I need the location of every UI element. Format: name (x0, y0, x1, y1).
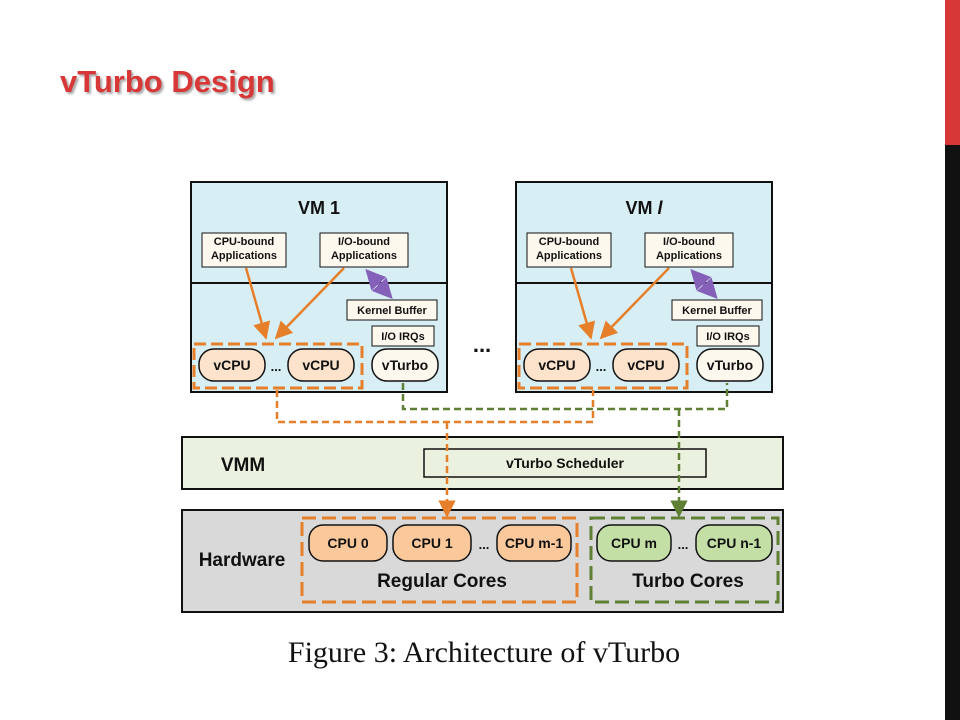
hardware-box (181, 509, 784, 613)
cpu-0-label: CPU 0 (327, 535, 368, 551)
vm-l-kernel-buffer (671, 299, 763, 321)
cpu-m (596, 524, 672, 562)
vm-1-io-bound-apps (319, 232, 409, 268)
turbo-cores-label: Turbo Cores (632, 571, 744, 592)
vm-l-cpu-bound-apps-line1: CPU-bound (539, 236, 599, 248)
vm-l-io-bound-apps (644, 232, 734, 268)
vm-l-io-bound-apps-line1: I/O-bound (663, 236, 715, 248)
vm-l-io-apps-arrow (599, 267, 670, 340)
slide-accent-bar (945, 0, 960, 145)
vm-1-kernel-buffer (346, 299, 438, 321)
vm-l-vcpu-separator: ... (596, 359, 607, 374)
vm-1-title: VM 1 (298, 198, 340, 218)
cpu-m-1-label: CPU m-1 (505, 535, 564, 551)
cpu-0 (308, 524, 388, 562)
figure-caption: Figure 3: Architecture of vTurbo (287, 636, 681, 669)
vm-1-vcpu-b-label: vCPU (302, 357, 339, 373)
vcpu-orange-connector (275, 390, 595, 424)
turbo-cores-separator: ... (678, 537, 689, 552)
vmm-layer: VMM vTurbo Scheduler (181, 436, 784, 490)
regular-cores-label: Regular Cores (377, 571, 507, 592)
vmm-label: VMM (221, 455, 265, 476)
vm-l-vturbo-label: vTurbo (707, 357, 753, 373)
vm-1-vcpu-a-label: vCPU (213, 357, 250, 373)
vm-1-vcpu-b (287, 348, 355, 382)
vm-1: VM 1 CPU-bound Applications I/O-bound Ap… (190, 181, 448, 393)
vm-l-io-irqs (696, 325, 760, 347)
vm-l-kernel-buffer-label: Kernel Buffer (682, 305, 752, 317)
vm-1-cpu-bound-apps (201, 232, 287, 268)
hardware-layer: Hardware CPU 0 CPU 1 ... CPU m-1 Regular… (181, 509, 784, 613)
cpu-m-label: CPU m (611, 535, 657, 551)
vm-1-io-bound-apps-line2: Applications (331, 250, 397, 262)
vm-1-kernel-buffer-label: Kernel Buffer (357, 305, 427, 317)
vm-1-cpu-bound-apps-line2: Applications (211, 250, 277, 262)
connectors (275, 383, 729, 518)
vm-l: VM l CPU-bound Applications I/O-bound Ap… (515, 181, 773, 393)
vm-1-vturbo-label: vTurbo (382, 357, 428, 373)
vm-1-vcpu-a (198, 348, 266, 382)
vm-l-cpu-apps-arrow (569, 267, 596, 340)
vm-l-vcpu-group (517, 342, 689, 390)
hardware-label: Hardware (199, 550, 286, 571)
slide-title: vTurbo Design (60, 64, 275, 99)
cpu-1-label: CPU 1 (411, 535, 452, 551)
vm-l-cpu-bound-apps (526, 232, 612, 268)
vm-1-vturbo (371, 348, 439, 382)
vm-l-vcpu-a (523, 348, 591, 382)
cpu-n-1-label: CPU n-1 (707, 535, 762, 551)
vm-1-io-irqs (371, 325, 435, 347)
vm-l-kernel-buffer-arrow (690, 269, 718, 299)
cpu-m-1 (496, 524, 572, 562)
vm-l-io-bound-apps-line2: Applications (656, 250, 722, 262)
vm-1-io-irqs-label: I/O IRQs (381, 331, 424, 343)
vm-l-title: VM l (625, 198, 663, 218)
vturbo-green-connector (401, 383, 729, 411)
vm-1-io-bound-apps-line1: I/O-bound (338, 236, 390, 248)
vturbo-scheduler-label: vTurbo Scheduler (506, 455, 625, 471)
vm-l-cpu-bound-apps-line2: Applications (536, 250, 602, 262)
vm-1-vcpu-group (192, 342, 364, 390)
cpu-1 (392, 524, 472, 562)
vm-1-kernel-buffer-arrow (365, 269, 393, 299)
vm-ellipsis: ... (473, 332, 491, 357)
turbo-cores-group (589, 516, 780, 604)
vm-l-vturbo (696, 348, 764, 382)
regular-cores-separator: ... (479, 537, 490, 552)
cpu-n-1 (695, 524, 773, 562)
vm-l-io-irqs-label: I/O IRQs (706, 331, 749, 343)
vm-1-cpu-apps-arrow (244, 267, 271, 340)
vm-l-vcpu-b (612, 348, 680, 382)
vm-1-io-apps-arrow (274, 267, 345, 340)
vm-1-cpu-bound-apps-line1: CPU-bound (214, 236, 274, 248)
slide-edge-bar (945, 0, 960, 720)
vm-1-vcpu-separator: ... (271, 359, 282, 374)
vturbo-scheduler-box (423, 448, 707, 478)
vm-l-vcpu-b-label: vCPU (627, 357, 664, 373)
vm-l-vcpu-a-label: vCPU (538, 357, 575, 373)
